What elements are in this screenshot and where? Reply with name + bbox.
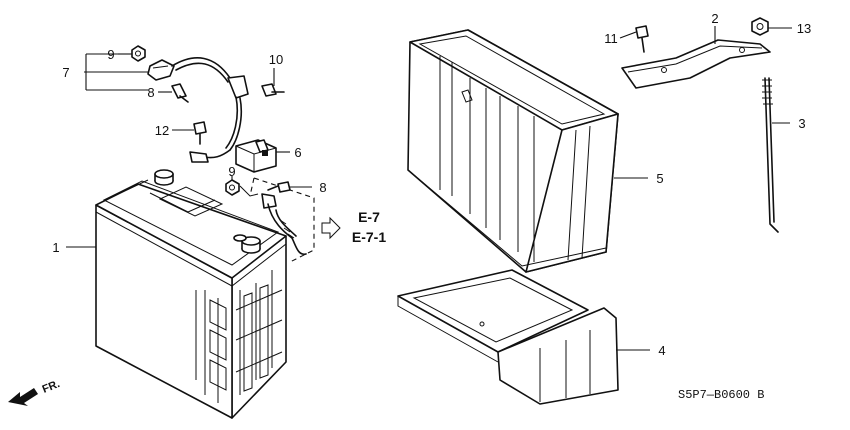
callout-13: 13 [797, 21, 811, 36]
battery-tray [397, 269, 619, 405]
callout-3: 3 [798, 116, 805, 131]
callout-8-upper: 8 [147, 85, 154, 100]
diagram-code: S5P7—B0600 B [678, 388, 764, 402]
callout-11: 11 [604, 31, 618, 46]
hold-rod [762, 77, 779, 233]
reference-e7: E-7 [358, 209, 380, 225]
callout-8-lower: 8 [319, 180, 326, 195]
front-arrow-icon [8, 388, 38, 406]
battery-cable [147, 57, 307, 256]
callout-12: 12 [155, 123, 169, 138]
front-indicator-label: FR. [41, 378, 62, 396]
callout-9-lower: 9 [228, 164, 235, 179]
callout-5: 5 [656, 171, 663, 186]
leader-lines [66, 26, 792, 351]
battery-box [407, 29, 619, 273]
callout-1: 1 [52, 240, 59, 255]
callout-6: 6 [294, 145, 301, 160]
fasteners [131, 45, 291, 196]
callout-2: 2 [711, 11, 718, 26]
battery [95, 169, 287, 419]
fuse-box [235, 139, 277, 173]
reference-e7-1: E-7-1 [352, 229, 386, 245]
callout-7: 7 [62, 65, 69, 80]
callout-10: 10 [269, 52, 283, 67]
hold-bracket [621, 17, 771, 89]
callout-9-upper: 9 [107, 47, 114, 62]
callout-4: 4 [658, 343, 665, 358]
reference-arrow [321, 216, 341, 240]
